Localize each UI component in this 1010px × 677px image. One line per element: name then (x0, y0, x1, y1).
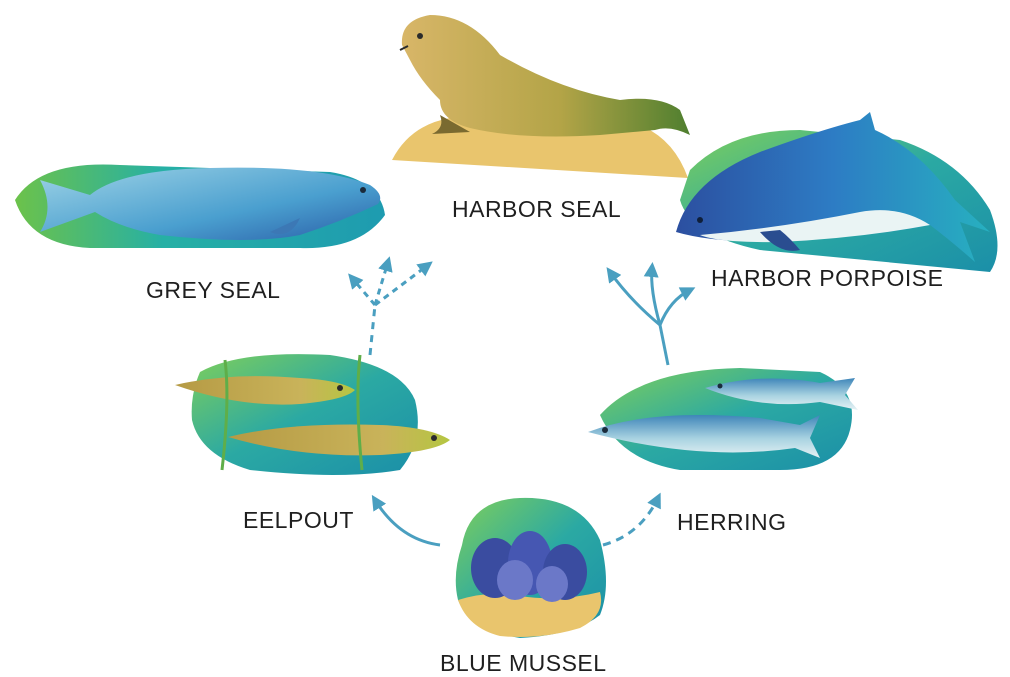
harbor-seal-illustration (392, 15, 690, 178)
blue-mussel-illustration (456, 498, 606, 638)
eelpout-label: EELPOUT (243, 507, 354, 534)
eelpout-illustration (175, 354, 450, 475)
arrow-mussel-to-herring (603, 498, 658, 545)
herring-illustration (588, 368, 858, 470)
grey-seal-illustration (15, 164, 385, 248)
harbor-porpoise-label: HARBOR PORPOISE (711, 265, 943, 292)
blue-mussel-label: BLUE MUSSEL (440, 650, 607, 677)
arrow-eelpout-to-grey-seal (352, 262, 428, 355)
arrow-herring-to-harbor-porpoise (610, 268, 690, 365)
grey-seal-label: GREY SEAL (146, 277, 280, 304)
herring-label: HERRING (677, 509, 787, 536)
harbor-porpoise-illustration (676, 112, 998, 272)
arrow-mussel-to-eelpout (375, 500, 440, 545)
harbor-seal-label: HARBOR SEAL (452, 196, 621, 223)
